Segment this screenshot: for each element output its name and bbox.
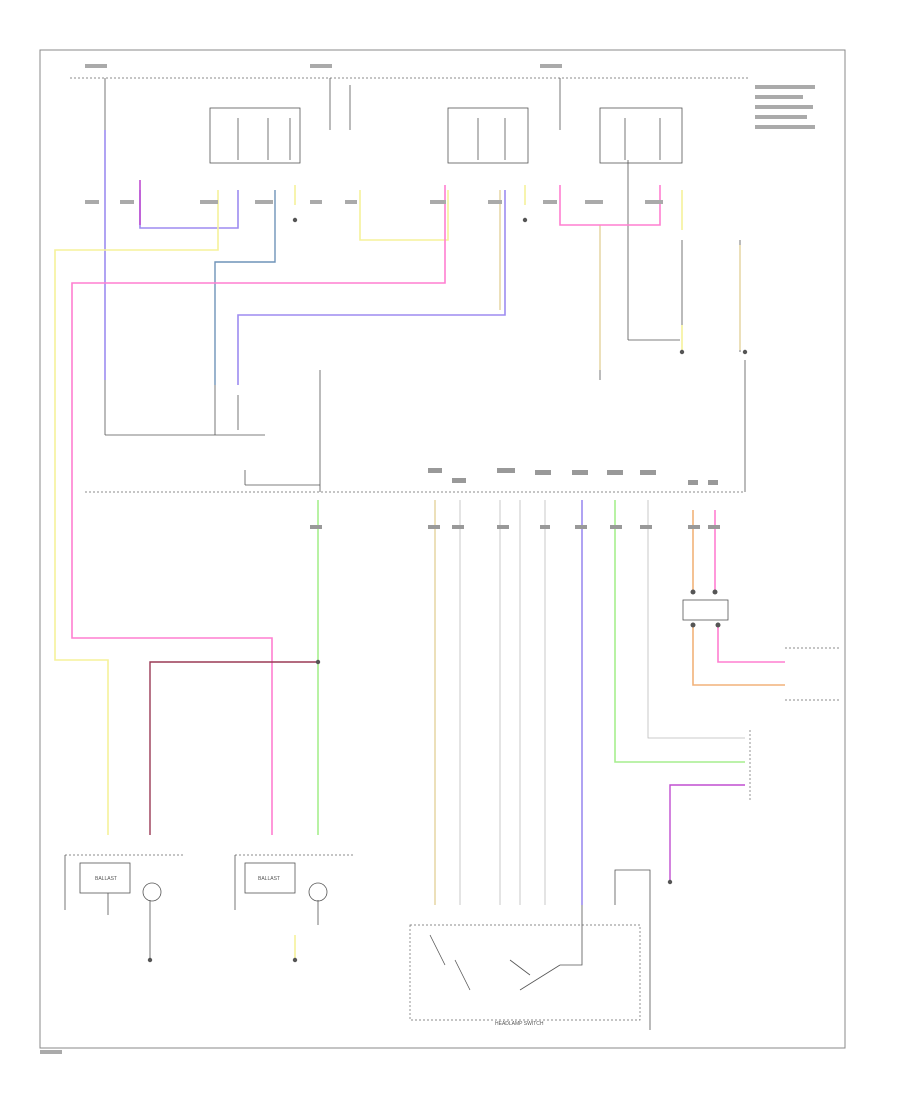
ground-symbols <box>147 217 748 963</box>
left-ballast-label: BALLAST <box>258 876 280 882</box>
wire-pink-1 <box>71 185 446 835</box>
connector-pin-1 <box>690 589 696 595</box>
wire-bluegray <box>214 190 276 385</box>
headlamp-switch <box>409 869 651 1030</box>
right-headlamp <box>64 854 185 960</box>
wire-pink-2 <box>559 185 661 226</box>
diagram-frame <box>39 49 846 1049</box>
wire-magenta-lower <box>669 784 745 880</box>
wire-darkred <box>149 661 318 835</box>
connector-block <box>682 599 729 621</box>
right-ballast-label: BALLAST <box>95 876 117 882</box>
left-headlamp <box>234 854 355 925</box>
connector-pin-3 <box>690 622 696 628</box>
wire-green-2 <box>614 500 745 763</box>
footer-code-mark <box>40 1050 62 1054</box>
wire-yellow-1 <box>54 190 219 835</box>
headlamp-switch-label: HEADLAMP SWITCH <box>495 1021 544 1027</box>
upper-circuit-lines <box>104 78 746 492</box>
module-terminal-marks <box>310 468 720 529</box>
wire-yellow-2 <box>359 190 449 241</box>
gray-wires <box>459 500 745 905</box>
wire-orange-2 <box>692 625 785 686</box>
connector-pin-2 <box>712 589 718 595</box>
wire-violet-2 <box>139 190 239 229</box>
connector-pin-4 <box>715 622 721 628</box>
wire-violet-3 <box>237 190 506 385</box>
fuse-label-marks <box>85 64 815 204</box>
wire-pink-4 <box>717 625 785 663</box>
